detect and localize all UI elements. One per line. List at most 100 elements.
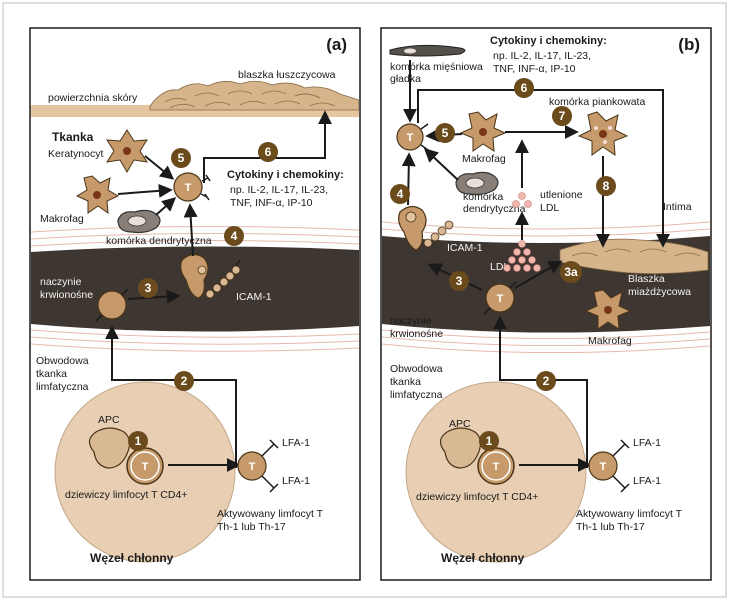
macrophage-b-label: Makrofag	[462, 153, 506, 165]
activated-t-cell-b: T	[588, 439, 630, 493]
panel-b: (b) komórka mięśniowa gładka Cytokiny i …	[380, 27, 712, 581]
peripheral-b-line1: Obwodowa	[390, 363, 443, 375]
naive-t-label: dziewiczy limfocyt T CD4+	[65, 489, 187, 501]
naive-t-b-label: dziewiczy limfocyt T CD4+	[416, 491, 538, 503]
peripheral-line2: tkanka	[36, 368, 67, 380]
oxidized-ldl	[512, 192, 532, 208]
step-badge-b5: 5	[435, 123, 455, 143]
step-badge-b8: 8	[596, 176, 616, 196]
vessel-label-line2: krwionośne	[40, 289, 93, 301]
step-badge-b3: 3	[449, 271, 469, 291]
icam-b-label: ICAM-1	[447, 242, 483, 254]
step-badge-b1: 1	[479, 431, 499, 451]
svg-text:1: 1	[486, 434, 493, 448]
lfa-top-label: LFA-1	[282, 437, 310, 449]
svg-text:2: 2	[543, 374, 550, 388]
svg-text:5: 5	[442, 126, 449, 140]
icam-label: ICAM-1	[236, 291, 272, 303]
peripheral-b-line3: limfatyczna	[390, 389, 443, 401]
step-badge-b4: 4	[390, 184, 410, 204]
dendritic-b-line2: dendrytyczna	[463, 203, 526, 215]
activated-line1: Aktywowany limfocyt T	[217, 508, 324, 520]
svg-text:T: T	[493, 461, 500, 473]
macrophage-cell-low	[584, 289, 632, 330]
panel-a: (a) blaszka łuszczycowa powierzchnia skó…	[29, 27, 361, 581]
svg-text:8: 8	[603, 179, 610, 193]
peripheral-b-line2: tkanka	[390, 376, 421, 388]
activated-b-line1: Aktywowany limfocyt T	[576, 508, 683, 520]
step-badge-4: 4	[224, 226, 244, 246]
panel-a-steps: 1 2 3 4 5 6	[128, 142, 278, 451]
svg-text:T: T	[600, 461, 607, 473]
svg-text:7: 7	[559, 109, 566, 123]
skin-surface-label: powierzchnia skóry	[48, 92, 138, 104]
vessel-t-cell	[95, 288, 129, 322]
foam-cell	[577, 111, 629, 156]
plaque-b-line1: Blaszka	[628, 273, 665, 285]
lymph-node-label: Węzeł chłonny	[90, 551, 174, 565]
apc-label: APC	[98, 414, 120, 426]
svg-text:T: T	[497, 293, 504, 305]
step-badge-b2: 2	[536, 371, 556, 391]
ldl-particles	[503, 240, 541, 272]
peripheral-line1: Obwodowa	[36, 355, 89, 367]
cytokines-line1: np. IL-2, IL-17, IL-23,	[230, 184, 328, 196]
step-badge-2: 2	[174, 371, 194, 391]
psoriatic-plaque	[149, 80, 359, 111]
macrophage-label: Makrofag	[40, 213, 84, 225]
naive-t-cell-b: T	[477, 447, 515, 485]
panel-a-letter: (a)	[326, 35, 347, 54]
extravasating-t-cell	[180, 253, 209, 299]
lfa-bottom-label: LFA-1	[282, 475, 310, 487]
extravasating-t-cell-b	[398, 205, 427, 251]
tissue-label: Tkanka	[52, 130, 94, 144]
macrophage-cell-b	[459, 111, 507, 152]
cytokines-title: Cytokiny i chemokiny:	[227, 169, 344, 181]
vessel-t-cell-b: T	[483, 281, 517, 315]
cytokines-title-b: Cytokiny i chemokiny:	[490, 35, 607, 47]
lfa-top-b-label: LFA-1	[633, 437, 661, 449]
svg-text:T: T	[142, 461, 149, 473]
vessel-b-line1: naczynie	[390, 315, 432, 327]
keratinocyte-label: Keratynocyt	[48, 148, 104, 160]
svg-text:5: 5	[178, 151, 185, 165]
macrophage-cell	[75, 175, 120, 215]
cytokines-b-line1: np. IL-2, IL-17, IL-23,	[493, 50, 591, 62]
svg-text:4: 4	[397, 187, 404, 201]
cytokines-b-line2: TNF, INF-α, IP-10	[493, 63, 576, 75]
smooth-muscle-line1: komórka mięśniowa	[390, 61, 483, 73]
activated-b-line2: Th-1 lub Th-17	[576, 521, 645, 533]
dendritic-cell	[117, 209, 161, 234]
svg-text:3: 3	[456, 274, 463, 288]
step-badge-1: 1	[128, 431, 148, 451]
oxldl-line2: LDL	[540, 202, 559, 214]
cytokines-line2: TNF, INF-α, IP-10	[230, 197, 313, 209]
dendritic-cell-b	[455, 171, 499, 196]
svg-text:2: 2	[181, 374, 188, 388]
panel-b-letter: (b)	[678, 35, 700, 54]
svg-text:T: T	[249, 461, 256, 473]
svg-text:6: 6	[265, 145, 272, 159]
apc-b-label: APC	[449, 418, 471, 430]
svg-text:T: T	[407, 132, 414, 144]
icam-chain	[205, 259, 241, 299]
oxldl-line1: utlenione	[540, 189, 583, 201]
tissue-t-cell: T	[173, 172, 211, 202]
dendritic-label: komórka dendrytyczna	[106, 235, 212, 247]
step-badge-6: 6	[258, 142, 278, 162]
peripheral-line3: limfatyczna	[36, 381, 89, 393]
lymph-node-b-label: Węzeł chłonny	[441, 551, 525, 565]
svg-text:4: 4	[231, 229, 238, 243]
keratinocyte-cell	[105, 129, 149, 173]
naive-t-cell: T	[126, 447, 164, 485]
plaque-label: blaszka łuszczycowa	[238, 69, 336, 81]
step-badge-b6: 6	[514, 78, 534, 98]
svg-text:3: 3	[145, 281, 152, 295]
tissue-t-cell-b: T	[396, 123, 429, 151]
intima-label: Intima	[663, 201, 692, 213]
step-badge-b3a: 3a	[560, 261, 582, 283]
smooth-muscle-cell	[389, 44, 466, 57]
macrophage-low-label: Makrofag	[588, 335, 632, 347]
